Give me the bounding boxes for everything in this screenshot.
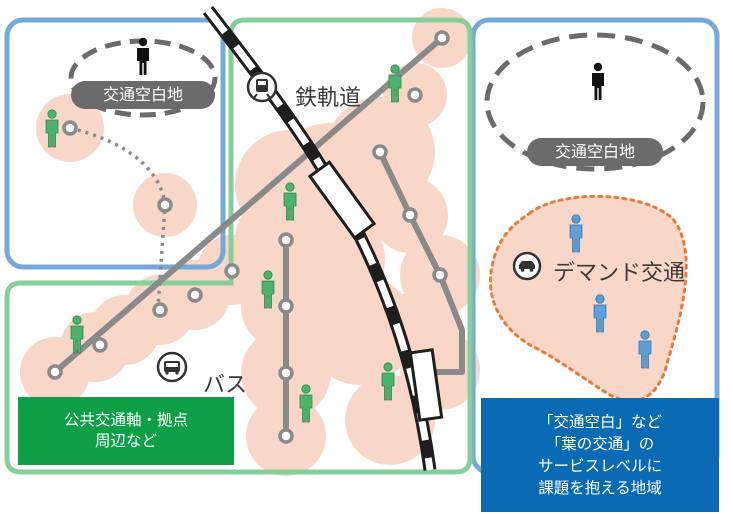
issue-area-line-1: 「交通空白」など [537,413,662,431]
train-icon [246,71,278,103]
public-axis-line-2: 周辺など [94,432,157,450]
feeder-route [69,126,167,309]
railway-label: 鉄軌道 [295,86,362,111]
demand-transport-zone [489,194,688,403]
issue-area-line-4: 課題を抱える地域 [538,479,662,497]
bus-icon [156,351,188,383]
gap-area-frame-left [4,17,226,270]
person-icon [592,62,604,100]
public-axis-line-1: 公共交通軸・拠点 [63,411,188,429]
bus-stops [47,30,450,444]
issue-area-box: 「交通空白」など 「葉の交通」の サービスレベルに 課題を抱える地域 [481,398,719,512]
gap-area-label-right: 交通空白地 [527,138,663,166]
gap-area-label-left: 交通空白地 [71,81,215,109]
car-icon [512,251,542,281]
bus-label: バス [203,373,248,398]
issue-area-line-3: サービスレベルに [537,457,662,475]
demand-transport-label: デマンド交通 [553,261,686,286]
gap-ellipse-right [484,32,706,172]
train [307,160,444,422]
bus-routes [52,35,465,439]
public-axis-box: 公共交通軸・拠点 周辺など [18,397,234,465]
issue-area-line-2: 「葉の交通」の [545,435,655,453]
